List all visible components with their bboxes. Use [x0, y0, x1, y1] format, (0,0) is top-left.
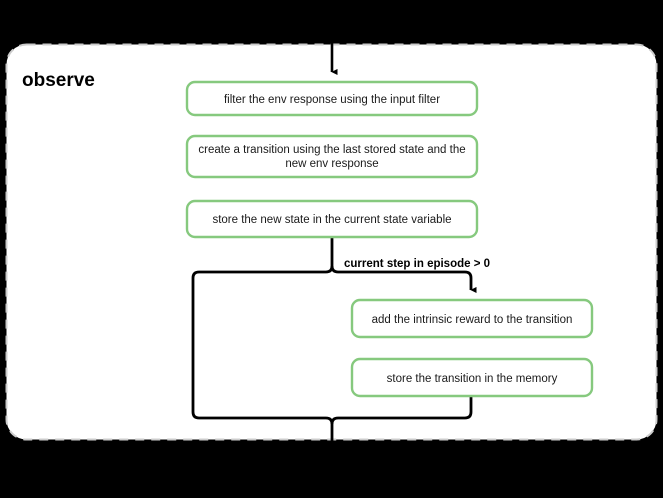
node-box	[185, 199, 479, 239]
node-label-line-1: create a transition using the last store…	[198, 144, 465, 156]
node-label: store the new state in the current state…	[212, 214, 451, 226]
group-title-observe: observe	[22, 70, 95, 91]
edge-right-return	[330, 397, 473, 425]
edge-label-condition: current step in episode > 0	[344, 258, 490, 270]
node-label-line-2: new env response	[285, 158, 378, 170]
node-label: add the intrinsic reward to the transiti…	[372, 314, 573, 326]
node-store-transition-memory[interactable]: store the transition in the memory	[350, 357, 594, 398]
node-label: filter the env response using the input …	[224, 94, 440, 106]
node-box	[350, 298, 594, 339]
node-box	[350, 357, 594, 398]
node-filter-env-response[interactable]: filter the env response using the input …	[185, 80, 479, 117]
edge-bypass-branch	[191, 265, 334, 425]
edge-condition-branch	[330, 265, 477, 294]
node-add-intrinsic-reward[interactable]: add the intrinsic reward to the transiti…	[350, 298, 594, 339]
node-box	[185, 134, 479, 179]
node-label: store the transition in the memory	[387, 373, 558, 385]
node-store-new-state[interactable]: store the new state in the current state…	[185, 199, 479, 239]
node-create-transition[interactable]: create a transition using the last store…	[185, 134, 479, 179]
node-box	[185, 80, 479, 117]
